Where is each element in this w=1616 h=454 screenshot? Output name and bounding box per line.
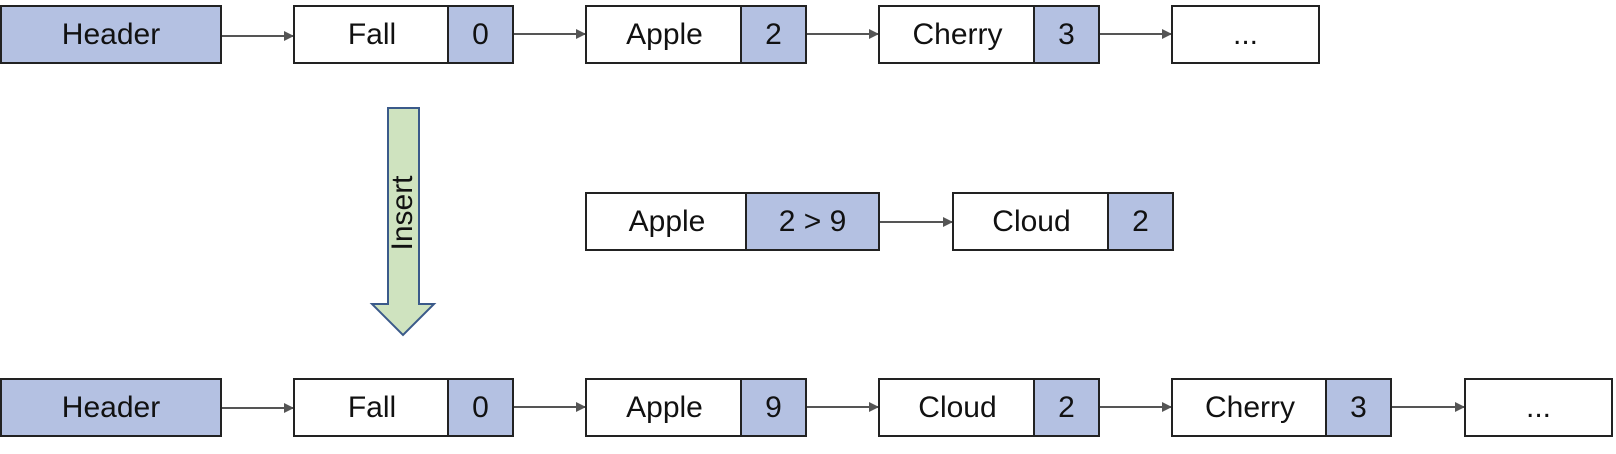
bottom-node-apple-num: 9 xyxy=(740,380,805,435)
bottom-header-node: Header xyxy=(0,378,222,437)
top-node-apple: Apple 2 xyxy=(585,5,807,64)
bottom-node-fall-key: Fall xyxy=(347,390,397,424)
middle-node-apple-key: Apple xyxy=(628,204,706,238)
insert-arrow-shape xyxy=(369,107,437,337)
top-node-fall-key: Fall xyxy=(347,17,397,51)
bottom-node-apple: Apple 9 xyxy=(585,378,807,437)
insert-arrow-label: Insert xyxy=(386,175,419,251)
bottom-node-fall: Fall 0 xyxy=(293,378,514,437)
bottom-node-cloud-num: 2 xyxy=(1033,380,1098,435)
top-node-cherry-key: Cherry xyxy=(912,17,1003,51)
top-node-fall: Fall 0 xyxy=(293,5,514,64)
middle-node-apple: Apple 2 > 9 xyxy=(585,192,880,251)
middle-node-cloud-key: Cloud xyxy=(992,204,1071,238)
middle-node-cloud: Cloud 2 xyxy=(952,192,1174,251)
bottom-tail-label: ... xyxy=(1525,390,1551,424)
bottom-tail-node: ... xyxy=(1464,378,1613,437)
top-tail-label: ... xyxy=(1232,17,1258,51)
top-node-cherry-num: 3 xyxy=(1033,7,1098,62)
middle-node-cloud-num: 2 xyxy=(1107,194,1172,249)
bottom-node-cherry: Cherry 3 xyxy=(1171,378,1392,437)
bottom-node-cherry-num: 3 xyxy=(1325,380,1390,435)
top-header-label: Header xyxy=(61,17,161,51)
bottom-header-label: Header xyxy=(61,390,161,424)
bottom-node-cherry-key: Cherry xyxy=(1204,390,1295,424)
bottom-node-cloud-key: Cloud xyxy=(918,390,997,424)
top-node-fall-num: 0 xyxy=(447,7,512,62)
top-header-node: Header xyxy=(0,5,222,64)
top-node-apple-num: 2 xyxy=(740,7,805,62)
top-tail-node: ... xyxy=(1171,5,1320,64)
bottom-node-fall-num: 0 xyxy=(447,380,512,435)
top-node-apple-key: Apple xyxy=(626,17,703,51)
bottom-node-cloud: Cloud 2 xyxy=(878,378,1100,437)
bottom-node-apple-key: Apple xyxy=(626,390,703,424)
middle-node-apple-num: 2 > 9 xyxy=(745,194,878,249)
top-node-cherry: Cherry 3 xyxy=(878,5,1100,64)
